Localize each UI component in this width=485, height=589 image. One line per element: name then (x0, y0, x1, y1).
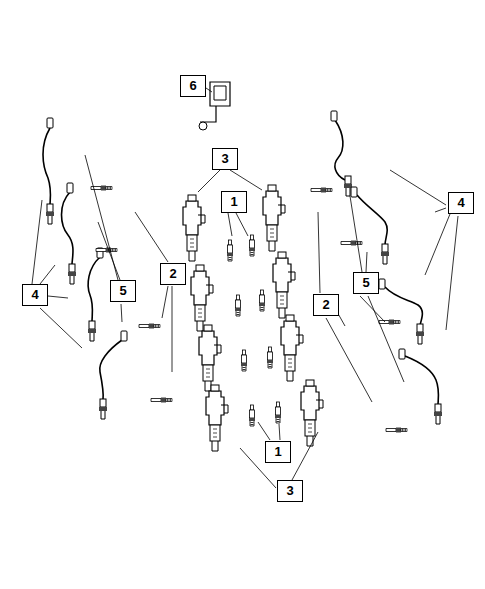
coils (183, 185, 323, 451)
callout-number: 4 (448, 192, 474, 214)
sensor-wires (43, 120, 439, 405)
callout-number: 3 (277, 480, 303, 502)
callout-number: 3 (212, 148, 238, 170)
callout-number: 6 (180, 75, 206, 97)
leader-lines (32, 86, 458, 488)
callout-number: 2 (160, 263, 186, 285)
callout-number: 2 (313, 294, 339, 316)
callout-number: 4 (22, 284, 48, 306)
sensor-parts (46, 111, 442, 424)
callout-number: 1 (221, 191, 247, 213)
callout-number: 1 (265, 441, 291, 463)
spark-plugs (227, 235, 281, 426)
small-plugs (91, 186, 407, 433)
callout-number: 5 (110, 280, 136, 302)
callout-number: 5 (353, 272, 379, 294)
